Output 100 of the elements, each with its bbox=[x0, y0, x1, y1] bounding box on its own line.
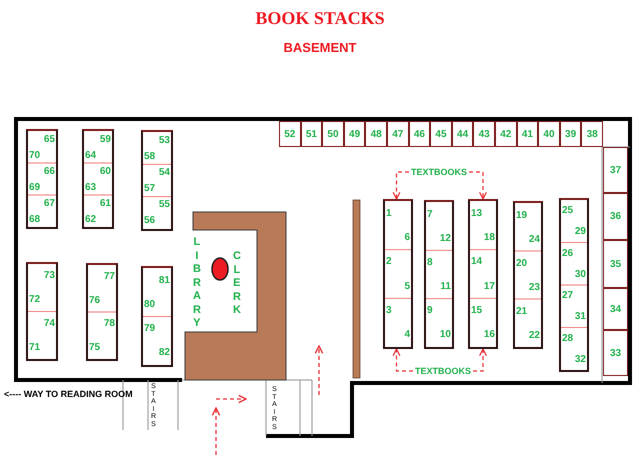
arrow bbox=[473, 348, 487, 372]
shelf-number: 33 bbox=[610, 348, 622, 358]
shelf-number: 80 bbox=[144, 298, 156, 310]
shelf-section bbox=[603, 147, 628, 193]
shelf-number: 40 bbox=[543, 128, 555, 140]
shelf-number: 45 bbox=[435, 128, 447, 140]
text-label: LIBRARY bbox=[193, 236, 201, 330]
shelf-number: 34 bbox=[610, 304, 622, 314]
shelf-number: 41 bbox=[522, 128, 533, 140]
callout-label: TEXTBOOKS bbox=[409, 166, 470, 178]
shelf-number: 11 bbox=[440, 281, 451, 292]
shelf-number: 14 bbox=[471, 256, 482, 268]
shelf-number: 22 bbox=[528, 330, 540, 340]
shelf-number: 77 bbox=[104, 271, 115, 282]
shelf-number: 38 bbox=[586, 128, 598, 140]
shelf-number: 62 bbox=[85, 214, 96, 224]
shelf-number: 50 bbox=[327, 128, 339, 140]
shelf-number: 65 bbox=[44, 134, 55, 144]
shelf-section bbox=[279, 121, 301, 147]
shelf-number: 37 bbox=[610, 164, 622, 176]
shelf-number: 7 bbox=[427, 208, 433, 220]
shelf-number: 44 bbox=[457, 128, 468, 140]
shelf-number: 43 bbox=[478, 128, 490, 140]
shelf-section bbox=[300, 121, 322, 147]
shelf-unit bbox=[86, 263, 118, 361]
shelf-section bbox=[603, 193, 628, 240]
text-label: BASEMENT bbox=[282, 40, 358, 55]
shelf-unit bbox=[82, 129, 114, 229]
shelf-number: 52 bbox=[284, 128, 296, 140]
shelf-section bbox=[322, 121, 344, 147]
shelf-section bbox=[452, 121, 474, 147]
shelf-section bbox=[560, 121, 582, 147]
shelf-section bbox=[495, 121, 517, 147]
text-label: CLERK bbox=[233, 250, 241, 318]
shelf-number: 35 bbox=[610, 258, 622, 270]
shelf-section bbox=[603, 240, 628, 288]
callout-label: TEXTBOOKS bbox=[413, 365, 474, 377]
shelf-number: 76 bbox=[89, 294, 100, 306]
shelf-number: 82 bbox=[158, 347, 170, 358]
shelf-number: 55 bbox=[158, 199, 170, 210]
shelf-number: 49 bbox=[349, 128, 360, 140]
shelf-number: 2 bbox=[386, 256, 392, 268]
shelf-section bbox=[581, 121, 603, 147]
shelf-number: 69 bbox=[29, 182, 40, 192]
shelf-unit bbox=[141, 266, 173, 367]
shelf-number: 4 bbox=[404, 329, 410, 340]
shelf-number: 61 bbox=[100, 198, 111, 208]
shelf-number: 64 bbox=[85, 150, 96, 160]
shelf-number: 68 bbox=[29, 214, 40, 224]
shelf-number: 5 bbox=[404, 280, 410, 292]
shelf-number: 21 bbox=[516, 306, 528, 316]
shelf-number: 60 bbox=[100, 166, 111, 176]
shelf-number: 12 bbox=[440, 232, 451, 244]
shelf-number: 6 bbox=[404, 232, 410, 243]
shelf-number: 79 bbox=[144, 323, 156, 334]
shelf-number: 17 bbox=[484, 280, 495, 292]
shelf-number: 28 bbox=[562, 332, 574, 344]
shelf-number: 47 bbox=[392, 128, 404, 140]
shelf-number: 25 bbox=[562, 205, 574, 216]
shelf-section bbox=[603, 330, 628, 376]
shelf-number: 19 bbox=[516, 210, 528, 220]
shelf-section bbox=[473, 121, 495, 147]
shelf-number: 75 bbox=[89, 342, 100, 353]
arrow bbox=[392, 348, 413, 372]
arrow bbox=[392, 171, 409, 200]
shelf-number: 48 bbox=[370, 128, 382, 140]
shelf-number: 67 bbox=[44, 198, 55, 208]
shelf-number: 3 bbox=[386, 305, 392, 316]
shelf-section bbox=[365, 121, 387, 147]
shelf-number: 15 bbox=[471, 305, 482, 316]
shelf-number: 46 bbox=[414, 128, 425, 140]
shelf-number: 71 bbox=[29, 342, 40, 353]
shelf-number: 9 bbox=[427, 305, 433, 316]
shelf-number: 53 bbox=[158, 134, 170, 146]
shelf-unit bbox=[424, 200, 454, 349]
shelf-number: 16 bbox=[484, 329, 495, 340]
shelf-number: 13 bbox=[471, 208, 482, 219]
arrow bbox=[469, 171, 487, 200]
shelf-number: 10 bbox=[440, 329, 451, 340]
text-label: <---- WAY TO READING ROOM bbox=[4, 389, 133, 399]
shelf-unit bbox=[26, 129, 58, 229]
shelf-unit bbox=[26, 262, 58, 361]
shelf-number: 66 bbox=[44, 166, 55, 176]
shelf-number: 70 bbox=[29, 150, 40, 160]
shelf-number: 51 bbox=[306, 128, 317, 140]
shelf-number: 39 bbox=[565, 128, 576, 140]
shelf-number: 58 bbox=[144, 150, 156, 162]
shelf-number: 56 bbox=[144, 215, 156, 226]
shelf-section bbox=[516, 121, 538, 147]
shelf-number: 72 bbox=[29, 294, 40, 306]
shelf-number: 54 bbox=[158, 166, 170, 178]
shelf-number: 78 bbox=[104, 318, 115, 330]
shelf-unit bbox=[141, 130, 173, 231]
shelf-number: 59 bbox=[100, 134, 111, 144]
shelf-number: 23 bbox=[528, 282, 540, 292]
shelf-number: 31 bbox=[574, 311, 586, 322]
shelf-number: 63 bbox=[85, 182, 96, 192]
shelf-section bbox=[603, 288, 628, 330]
shelf-number: 8 bbox=[427, 256, 433, 268]
shelf-number: 73 bbox=[44, 270, 55, 282]
